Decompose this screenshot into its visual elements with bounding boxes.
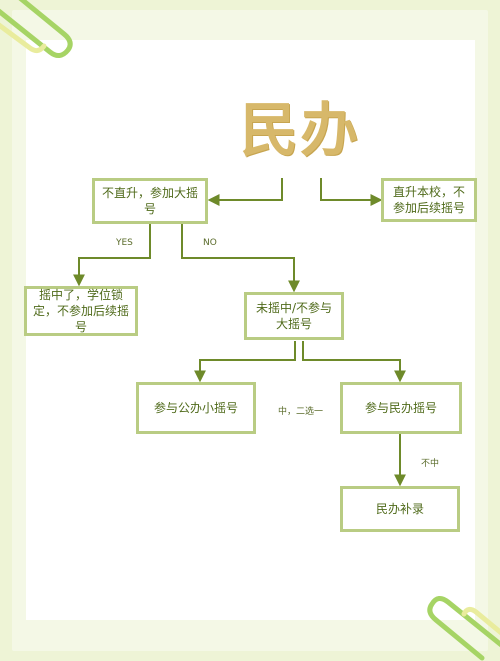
paperclip-icon — [427, 596, 500, 661]
edge-label-yes: YES — [116, 238, 133, 248]
node-no-direct: 不直升，参加大摇号 — [92, 178, 208, 224]
diagram-title: 民办 — [240, 96, 361, 164]
node-won-lottery: 摇中了，学位锁定，不参加后续摇号 — [24, 286, 138, 336]
edge-to-public — [194, 341, 296, 383]
edge-no — [181, 224, 300, 293]
paperclip-icon — [0, 0, 73, 58]
edge-title-to-no-direct — [207, 178, 283, 206]
edge-label-not-hit: 不中 — [421, 459, 440, 469]
edge-to-private — [302, 341, 406, 383]
edge-label-choose: 中，二选一 — [278, 407, 324, 417]
node-public-lottery: 参与公办小摇号 — [136, 382, 256, 434]
edge-title-to-direct — [320, 178, 383, 206]
node-supplement: 民办补录 — [340, 486, 460, 532]
node-private-lottery: 参与民办摇号 — [340, 382, 462, 434]
node-direct: 直升本校，不参加后续摇号 — [381, 178, 477, 222]
node-not-won: 未摇中/不参与大摇号 — [244, 292, 344, 340]
edge-yes — [73, 224, 151, 287]
edge-label-no: NO — [203, 238, 217, 248]
